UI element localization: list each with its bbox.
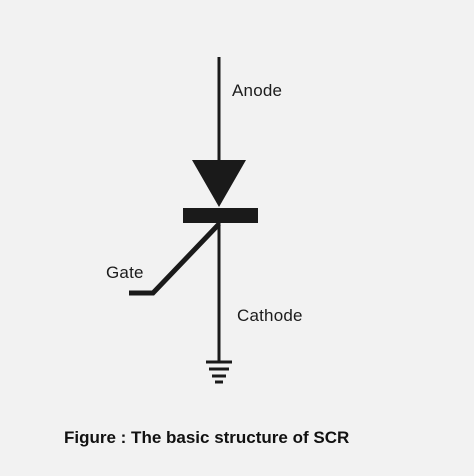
anode-label: Anode <box>232 81 283 100</box>
gate-lead <box>129 222 221 296</box>
ground-icon <box>206 360 232 384</box>
figure-caption: Figure : The basic structure of SCR <box>64 428 350 447</box>
cathode-label: Cathode <box>237 306 303 325</box>
diode-triangle <box>192 160 246 207</box>
cathode-bar <box>183 208 258 223</box>
gate-label: Gate <box>106 263 144 282</box>
